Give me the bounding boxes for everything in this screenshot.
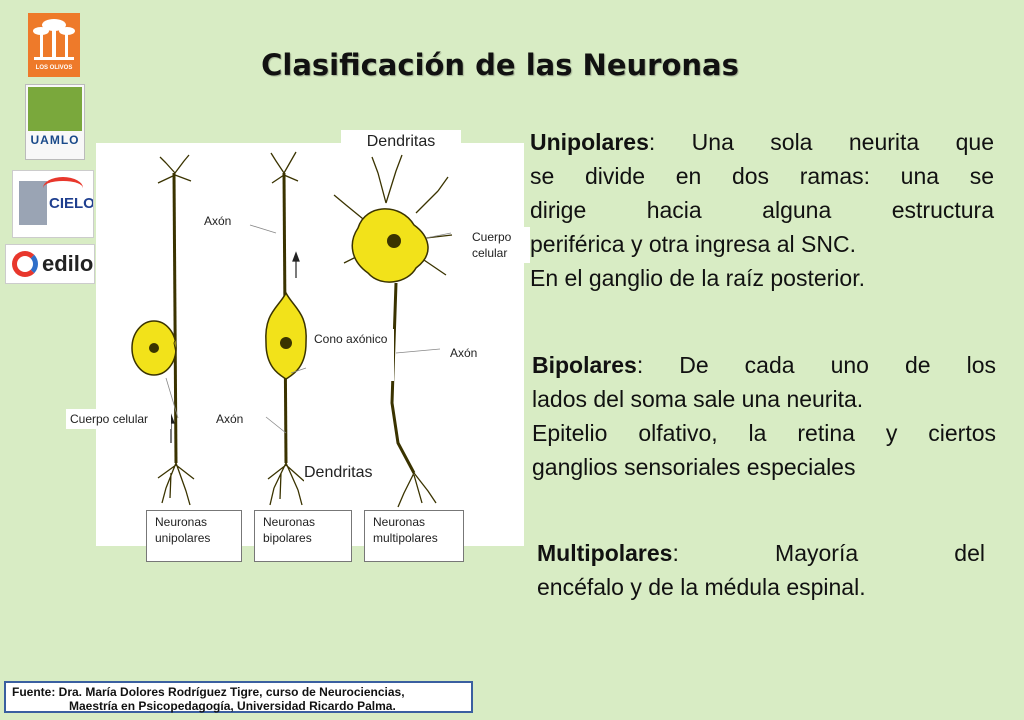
- label-dendritas-bottom: Dendritas: [304, 461, 396, 485]
- caption-multipolares: Neuronas multipolares: [364, 510, 464, 562]
- unipolar-neuron: [157, 154, 195, 506]
- source-citation: Fuente: Dra. María Dolores Rodríguez Tig…: [4, 681, 473, 713]
- caption-bipolares: Neuronas bipolares: [254, 510, 352, 562]
- neuron-diagram: Dendritas Axón Cuerpo celular Cono axóni…: [66, 130, 530, 562]
- los-olivos-logo: LOS OLIVOS: [28, 13, 80, 77]
- edilo-logo: edilo: [5, 244, 95, 284]
- label-axon-3: Axón: [444, 343, 498, 363]
- section-bipolares: Bipolares: De cada uno de los lados del …: [532, 352, 996, 480]
- multipolar-nucleus: [387, 234, 401, 248]
- term-unipolares: Unipolares: [530, 129, 649, 155]
- uamlo-emblem-icon: [28, 87, 82, 131]
- label-axon-2: Axón: [210, 409, 264, 429]
- term-multipolares: Multipolares: [537, 540, 673, 566]
- swirl-icon: [12, 251, 38, 277]
- section-multipolares: Multipolares: Mayoría del encéfalo y de …: [537, 540, 985, 600]
- unipolar-nucleus: [149, 343, 159, 353]
- neuron-illustration: [131, 151, 453, 508]
- section-unipolares: Unipolares: Una sola neurita que se divi…: [530, 129, 994, 291]
- label-cuerpo-celular-top: Cuerpo celular: [472, 227, 530, 263]
- page-title: Clasificación de las Neuronas: [261, 48, 739, 82]
- label-axon-1: Axón: [204, 213, 244, 229]
- uamlo-logo: UAMLO: [25, 84, 85, 160]
- label-dendritas-top: Dendritas: [341, 130, 461, 154]
- multipolar-neuron: [333, 154, 453, 508]
- bipolar-nucleus: [280, 337, 292, 349]
- palm-trees-icon: [33, 19, 75, 60]
- term-bipolares: Bipolares: [532, 352, 637, 378]
- cielo-logo: CIELO: [12, 170, 94, 238]
- label-cono-axonico: Cono axónico: [308, 329, 394, 381]
- building-icon: [19, 181, 47, 225]
- arcs-icon: [43, 177, 83, 199]
- label-cuerpo-celular-left: Cuerpo celular: [66, 409, 171, 429]
- bipolar-soma: [265, 291, 307, 380]
- caption-unipolares: Neuronas unipolares: [146, 510, 242, 562]
